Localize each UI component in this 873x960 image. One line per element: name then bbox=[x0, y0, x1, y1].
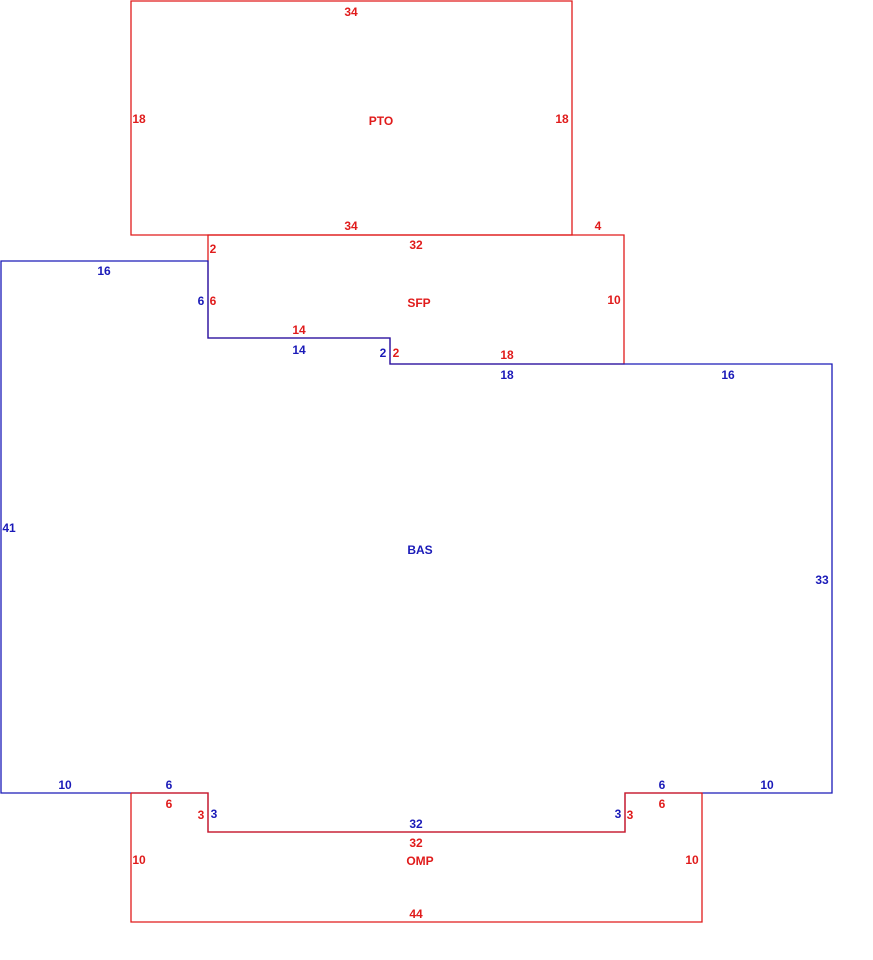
pto-dim-bottom: 34 bbox=[344, 219, 358, 233]
bas-dim-left: 41 bbox=[2, 521, 16, 535]
omp-area-label: OMP bbox=[406, 854, 433, 868]
omp-dim-notch-right: 3 bbox=[627, 808, 634, 822]
bas-dim-step-top: 14 bbox=[292, 343, 306, 357]
bas-dim-left-step: 6 bbox=[198, 294, 205, 308]
pto-dim-top: 34 bbox=[344, 5, 358, 19]
omp-dim-notch-left: 3 bbox=[198, 808, 205, 822]
sfp-dim-bottom: 18 bbox=[500, 348, 514, 362]
bas-dim-right: 33 bbox=[815, 573, 829, 587]
omp-dim-top-left: 6 bbox=[166, 797, 173, 811]
omp-dim-top-right: 6 bbox=[659, 797, 666, 811]
omp-dim-bottom: 44 bbox=[409, 907, 423, 921]
bas-dim-notch-left: 3 bbox=[211, 807, 218, 821]
sfp-area-label: SFP bbox=[407, 296, 430, 310]
sfp-dim-step-side: 2 bbox=[393, 346, 400, 360]
bas-dim-bottom-right: 10 bbox=[760, 778, 774, 792]
sfp-dim-inner-left: 6 bbox=[210, 294, 217, 308]
omp-outline bbox=[130, 792, 703, 923]
omp-dim-left: 10 bbox=[132, 853, 146, 867]
bas-dim-top-left: 16 bbox=[97, 264, 111, 278]
bas-dim-step-side: 2 bbox=[380, 346, 387, 360]
bas-dim-notch-right: 3 bbox=[615, 807, 622, 821]
sfp-dim-right: 10 bbox=[607, 293, 621, 307]
pto-dim-left: 18 bbox=[132, 112, 146, 126]
sfp-dim-pto-overhang: 4 bbox=[595, 219, 602, 233]
pto-outline bbox=[130, 0, 573, 236]
bas-dim-mid-top: 18 bbox=[500, 368, 514, 382]
omp-dim-top: 32 bbox=[409, 836, 423, 850]
bas-dim-bottom-left: 10 bbox=[58, 778, 72, 792]
sfp-dim-left: 2 bbox=[210, 242, 217, 256]
bas-dim-bottom-right-step: 6 bbox=[659, 778, 666, 792]
pto-dim-right: 18 bbox=[555, 112, 569, 126]
pto-area-label: PTO bbox=[369, 114, 393, 128]
omp-dim-right: 10 bbox=[685, 853, 699, 867]
sfp-dim-step-top: 14 bbox=[292, 323, 306, 337]
bas-dim-notch-bottom: 32 bbox=[409, 817, 423, 831]
bas-area-label: BAS bbox=[407, 543, 432, 557]
sfp-dim-top: 32 bbox=[409, 238, 423, 252]
bas-dim-top-right: 16 bbox=[721, 368, 735, 382]
bas-dim-bottom-left-step: 6 bbox=[166, 778, 173, 792]
